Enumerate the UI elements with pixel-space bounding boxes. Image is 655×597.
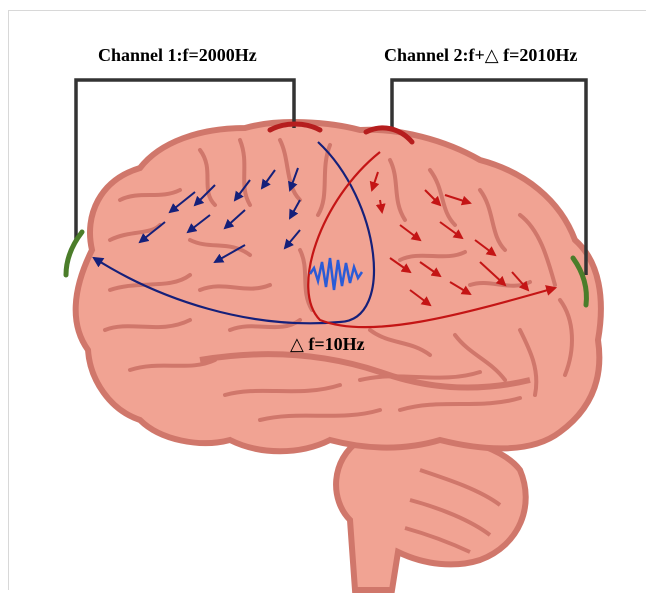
electrode-channel1-side (66, 232, 82, 275)
brain-stem (336, 432, 526, 590)
beat-frequency-label: △ f=10Hz (290, 334, 365, 355)
channel1-label: Channel 1:f=2000Hz (98, 45, 257, 66)
brain-cerebrum (76, 122, 601, 451)
channel2-label: Channel 2:f+△ f=2010Hz (384, 45, 577, 66)
